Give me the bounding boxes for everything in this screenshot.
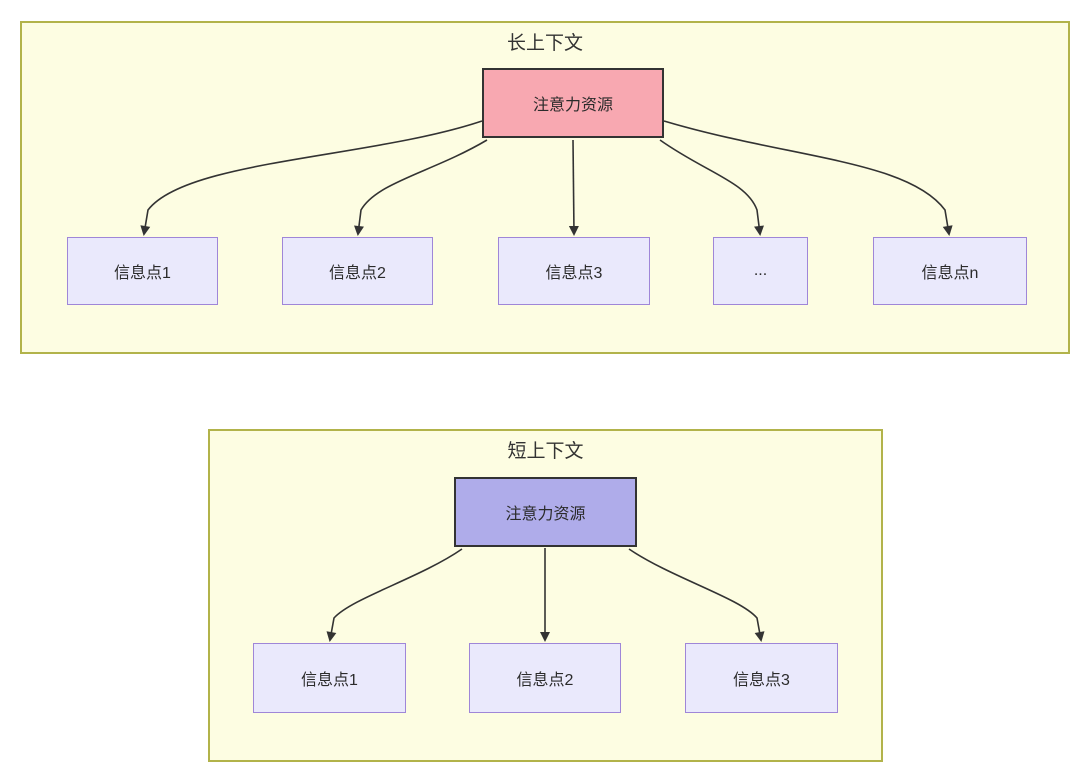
long-info-label-2: 信息点2 bbox=[329, 265, 386, 282]
short-attention-box: 注意力资源 bbox=[454, 477, 637, 547]
long-context-title: 长上下文 bbox=[506, 33, 583, 54]
short-info-label-2: 信息点2 bbox=[516, 672, 574, 689]
long-info-box-2: 信息点2 bbox=[282, 237, 433, 305]
short-attention-label: 注意力资源 bbox=[505, 506, 586, 523]
long-info-box-n: 信息点n bbox=[873, 237, 1027, 305]
long-info-label-3: 信息点3 bbox=[545, 265, 603, 282]
short-info-box-2: 信息点2 bbox=[469, 643, 621, 713]
long-attention-box: 注意力资源 bbox=[482, 68, 664, 138]
short-info-box-3: 信息点3 bbox=[685, 643, 838, 713]
short-info-label-1: 信息点1 bbox=[301, 672, 358, 689]
short-context-title: 短上下文 bbox=[507, 441, 584, 462]
long-info-box-3: 信息点3 bbox=[498, 237, 650, 305]
long-info-box-1: 信息点1 bbox=[67, 237, 218, 305]
long-info-box-ellipsis: ... bbox=[713, 237, 808, 305]
long-info-label-ellipsis: ... bbox=[753, 262, 768, 279]
long-info-label-n: 信息点n bbox=[921, 265, 979, 282]
short-info-box-1: 信息点1 bbox=[253, 643, 406, 713]
short-info-label-3: 信息点3 bbox=[733, 672, 790, 689]
long-info-label-1: 信息点1 bbox=[114, 265, 171, 282]
long-attention-label: 注意力资源 bbox=[532, 97, 613, 114]
